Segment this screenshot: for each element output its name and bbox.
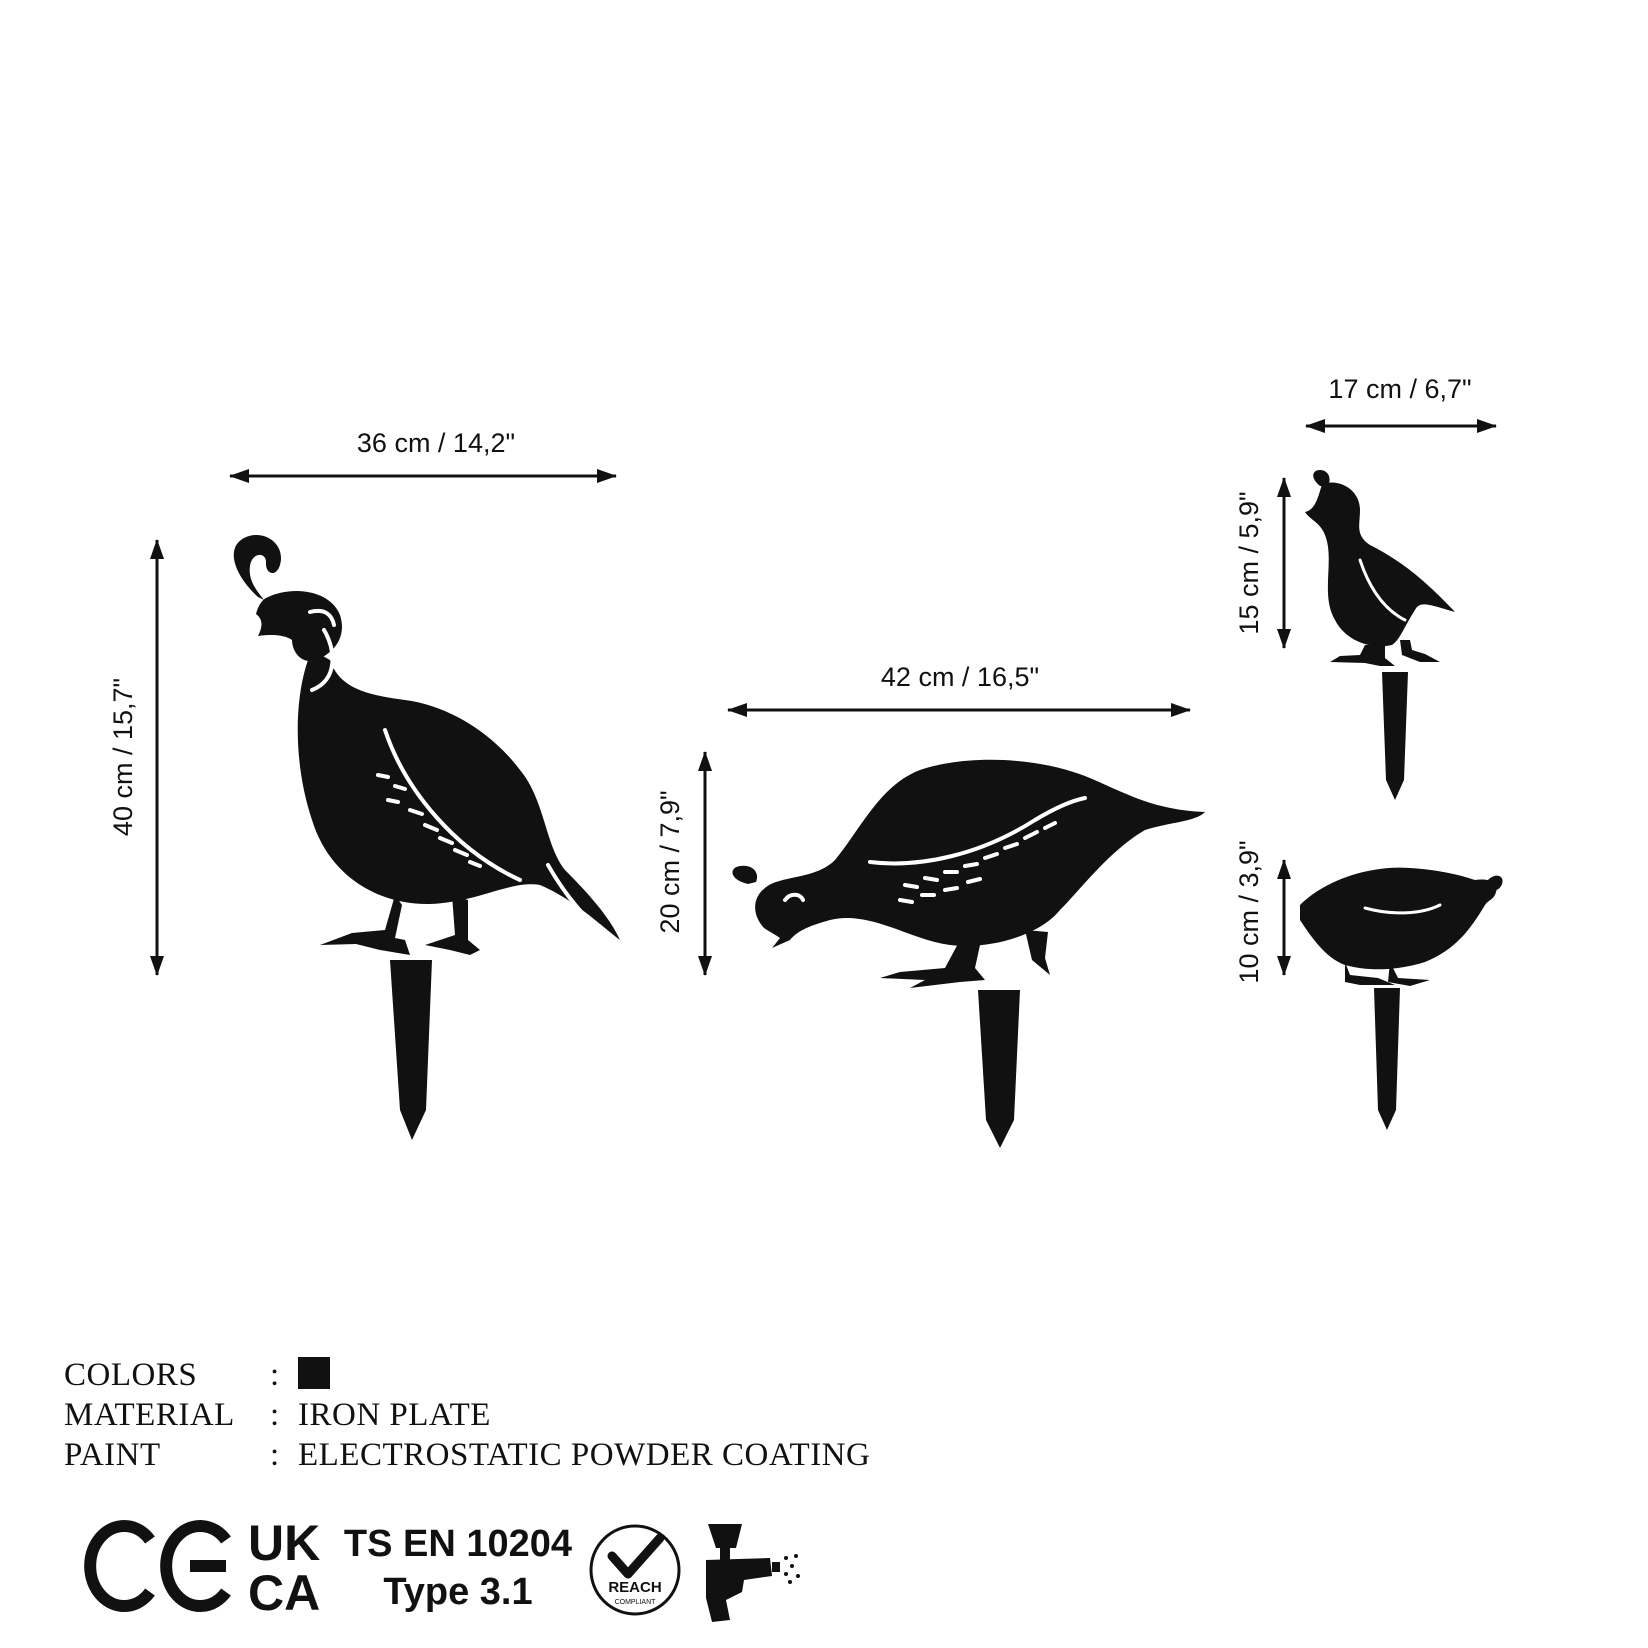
spec-colors-label: COLORS xyxy=(64,1357,198,1393)
spec-material-value: IRON PLATE xyxy=(298,1397,491,1433)
dimension-medium-width: 42 cm / 16,5" xyxy=(727,662,1191,717)
spray-gun-icon xyxy=(706,1524,800,1622)
small-top-quail-markings xyxy=(1358,558,1407,622)
spec-material-separator: : xyxy=(270,1397,280,1433)
dim-medium-width-label: 42 cm / 16,5" xyxy=(881,662,1039,692)
dim-small-top-height-label: 15 cm / 5,9" xyxy=(1234,491,1264,634)
dimension-medium-height: 20 cm / 7,9" xyxy=(655,751,712,976)
color-swatch-black xyxy=(298,1357,330,1389)
dim-small-bottom-height-label: 10 cm / 3,9" xyxy=(1234,840,1264,983)
spec-material-label: MATERIAL xyxy=(64,1397,235,1433)
ts-en-standard: TS EN 10204 Type 3.1 xyxy=(344,1523,572,1613)
dimension-small-top-height: 15 cm / 5,9" xyxy=(1234,477,1291,649)
small-bottom-quail-silhouette xyxy=(1300,867,1503,1130)
ce-mark-text: CE xyxy=(0,0,2,1)
ce-mark-icon: CE xyxy=(0,0,231,1612)
dimension-large-width: 36 cm / 14,2" xyxy=(229,428,617,483)
ukca-top: UK xyxy=(248,1515,320,1571)
dim-medium-height-label: 20 cm / 7,9" xyxy=(655,790,685,933)
dim-large-width-label: 36 cm / 14,2" xyxy=(357,428,515,458)
dim-small-width-label: 17 cm / 6,7" xyxy=(1328,374,1471,404)
medium-quail-silhouette xyxy=(732,759,1205,1148)
ukca-bottom: CA xyxy=(248,1565,320,1621)
large-quail-silhouette xyxy=(233,534,620,1140)
dim-large-height-label: 40 cm / 15,7" xyxy=(108,678,138,836)
reach-sub: COMPLIANT xyxy=(615,1599,657,1606)
large-quail-markings xyxy=(308,608,602,932)
spec-paint-label: PAINT xyxy=(64,1437,161,1473)
medium-quail-markings xyxy=(783,796,1087,904)
dimension-small-bottom-height: 10 cm / 3,9" xyxy=(1234,840,1291,984)
ts-type-label: Type 3.1 xyxy=(383,1571,532,1613)
small-top-quail-silhouette xyxy=(1305,470,1455,800)
reach-label: REACH xyxy=(608,1579,661,1596)
spec-colors-separator: : xyxy=(270,1357,280,1393)
dimension-large-height: 40 cm / 15,7" xyxy=(108,539,164,976)
dimension-small-width: 17 cm / 6,7" xyxy=(1305,374,1497,433)
ukca-mark-icon: UK CA xyxy=(248,1515,320,1621)
small-bottom-quail-markings xyxy=(1363,903,1442,915)
spec-paint-separator: : xyxy=(270,1437,280,1473)
reach-compliant-icon: REACH COMPLIANT xyxy=(589,1524,681,1616)
spec-paint-value: ELECTROSTATIC POWDER COATING xyxy=(298,1437,871,1473)
ts-standard-label: TS EN 10204 xyxy=(344,1523,572,1565)
